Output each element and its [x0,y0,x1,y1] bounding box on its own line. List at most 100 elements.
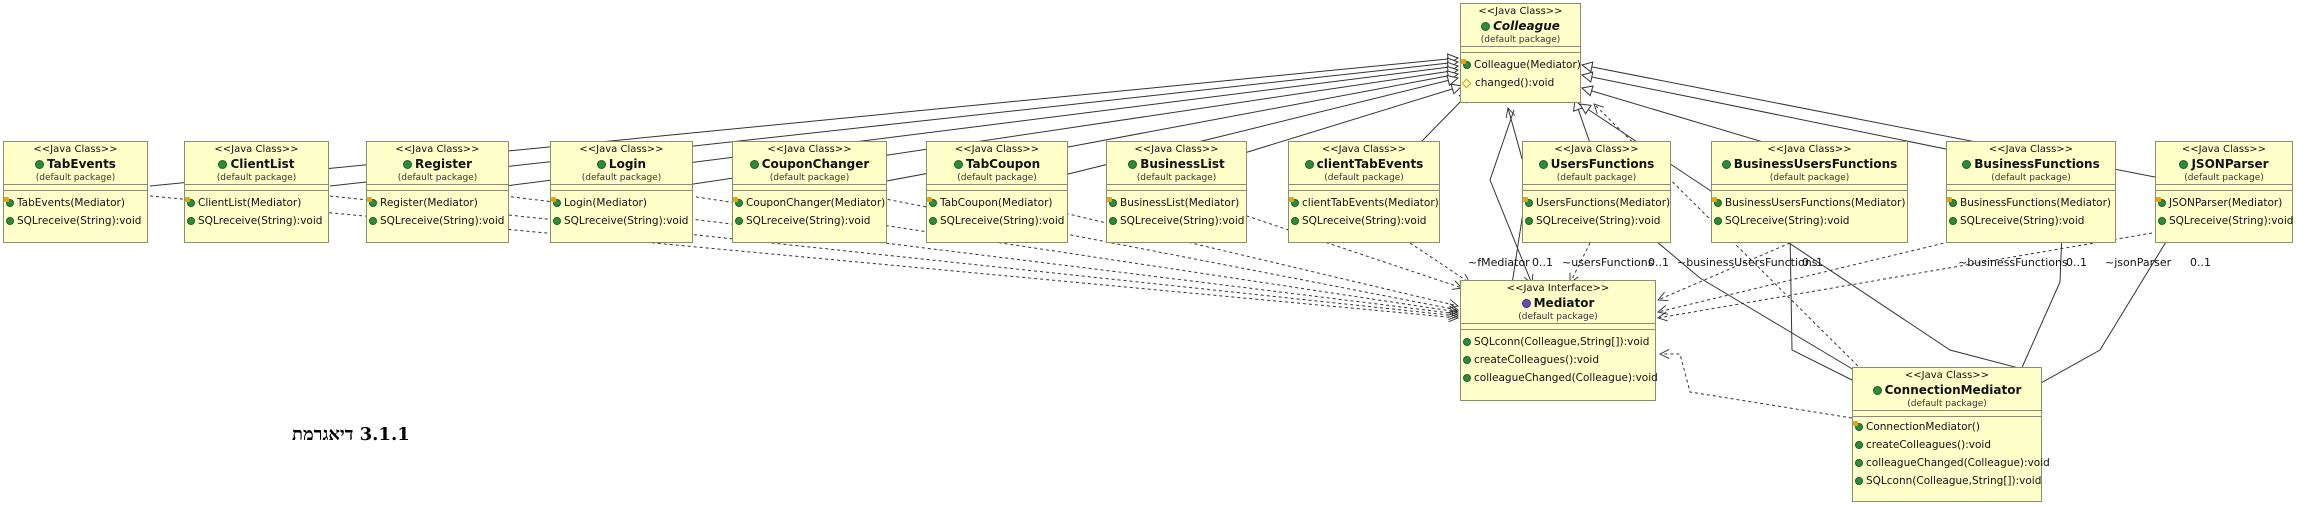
package-label: (default package) [1480,35,1561,45]
class-tab-coupon[interactable]: <<Java Class>> TabCoupon (default packag… [926,141,1068,243]
class-tab-events[interactable]: <<Java Class>> TabEvents (default packag… [3,141,148,243]
method-icon [2158,217,2166,225]
class-icon [218,160,228,169]
class-business-list[interactable]: <<Java Class>> BusinessList (default pac… [1106,141,1247,243]
class-client-tab-events[interactable]: <<Java Class>> clientTabEvents (default … [1288,141,1440,243]
operation[interactable]: Register(Mediator) [367,194,506,212]
operation[interactable]: SQLconn(Colleague,String[]):void [1855,472,2041,490]
operation[interactable]: UsersFunctions(Mediator) [1523,194,1670,212]
operation[interactable]: CouponChanger(Mediator) [733,194,885,212]
multiplicity-label: 0..1 [1532,256,1553,269]
fields-compartment [927,185,1067,191]
operation[interactable]: createColleagues():void [1855,436,2039,454]
operation[interactable]: SQLconn(Colleague,String[]):void [1463,333,1653,351]
generalization-edge [1582,88,1791,151]
operation[interactable]: colleagueChanged(Colleague):void [1855,454,2050,472]
operation[interactable]: SQLreceive(String):void [2158,212,2293,230]
operations-compartment: ConnectionMediator() createColleagues():… [1853,417,2050,493]
operation[interactable]: SQLreceive(String):void [1109,212,1244,230]
constructor-icon [185,197,195,207]
operation[interactable]: ClientList(Mediator) [185,194,326,212]
dependency-edge [1570,242,1591,283]
diagram-caption: 3.1.1 דיאגרמת [292,424,410,445]
method-icon [735,217,743,225]
class-json-parser[interactable]: <<Java Class>> JSONParser (default packa… [2155,141,2293,243]
interface-icon [1521,299,1531,308]
class-header: <<Java Class>> TabEvents (default packag… [4,142,147,185]
operation[interactable]: changed():void [1461,74,1578,92]
operation[interactable]: SQLreceive(String):void [1949,212,2113,230]
class-login[interactable]: <<Java Class>> Login (default package) L… [550,141,693,243]
operation[interactable]: SQLreceive(String):void [6,212,145,230]
operation[interactable]: clientTabEvents(Mediator) [1289,194,1439,212]
constructor-icon [1107,197,1117,207]
fields-compartment [1461,47,1580,53]
method-icon [1109,217,1117,225]
class-name: TabEvents [4,156,147,172]
operation[interactable]: createColleagues():void [1463,351,1653,369]
class-icon [1481,22,1491,31]
package-label: (default package) [1556,173,1637,183]
method-icon [929,217,937,225]
method-icon [1855,477,1863,485]
operations-compartment: TabEvents(Mediator) SQLreceive(String):v… [4,191,147,233]
class-coupon-changer[interactable]: <<Java Class>> CouponChanger (default pa… [732,141,887,243]
constructor-icon [551,197,561,207]
class-name: BusinessList [1107,156,1246,172]
operation[interactable]: Login(Mediator) [551,194,690,212]
operations-compartment: JSONParser(Mediator) SQLreceive(String):… [2156,191,2293,233]
operation[interactable]: BusinessList(Mediator) [1107,194,1244,212]
operation[interactable]: SQLreceive(String):void [187,212,326,230]
class-register[interactable]: <<Java Class>> Register (default package… [366,141,509,243]
operation[interactable]: SQLreceive(String):void [735,212,884,230]
class-icon [596,160,606,169]
class-users-functions[interactable]: <<Java Class>> UsersFunctions (default p… [1522,141,1671,243]
operation[interactable]: JSONParser(Mediator) [2156,194,2290,212]
operation[interactable]: SQLreceive(String):void [553,212,690,230]
operation[interactable]: BusinessUsersFunctions(Mediator) [1712,194,1905,212]
stereotype: <<Java Class>> [1554,144,1639,155]
class-header: <<Java Class>> BusinessUsersFunctions (d… [1712,142,1907,185]
stereotype: <<Java Class>> [767,144,852,155]
operation[interactable]: SQLreceive(String):void [369,212,506,230]
operation[interactable]: SQLreceive(String):void [1291,212,1437,230]
operation[interactable]: SQLreceive(String):void [929,212,1065,230]
class-colleague[interactable]: <<Java Class>> Colleague (default packag… [1460,3,1581,103]
operation[interactable]: colleagueChanged(Colleague):void [1463,369,1658,387]
operations-compartment: BusinessList(Mediator) SQLreceive(String… [1107,191,1246,233]
fields-compartment [367,185,508,191]
generalization-edge [1580,104,2035,373]
constructor-icon [4,197,14,207]
interface-mediator[interactable]: <<Java Interface>> Mediator (default pac… [1460,280,1658,401]
package-label: (default package) [1907,399,1987,409]
class-header: <<Java Class>> CouponChanger (default pa… [733,142,886,185]
operation[interactable]: SQLreceive(String):void [1525,212,1668,230]
class-name: BusinessUsersFunctions [1712,156,1907,172]
multiplicity-label: 0..1 [2066,256,2087,269]
class-header: <<Java Class>> ConnectionMediator (defau… [1853,368,2041,411]
operations-compartment: CouponChanger(Mediator) SQLreceive(Strin… [733,191,886,233]
operation[interactable]: TabCoupon(Mediator) [927,194,1065,212]
class-business-users-functions[interactable]: <<Java Class>> BusinessUsersFunctions (d… [1711,141,1908,243]
class-business-functions[interactable]: <<Java Class>> BusinessFunctions (defaul… [1946,141,2116,243]
package-label: (default package) [216,173,297,183]
class-name: JSONParser [2156,156,2292,172]
generalization-edge [1582,75,2001,161]
fields-compartment [1289,185,1439,191]
class-connection-mediator[interactable]: <<Java Class>> ConnectionMediator (defau… [1852,367,2050,502]
class-header: <<Java Class>> TabCoupon (default packag… [927,142,1067,185]
class-name: Login [551,156,692,172]
class-header: <<Java Class>> BusinessList (default pac… [1107,142,1246,185]
operation[interactable]: ConnectionMediator() [1853,418,2039,436]
generalization-edge [1237,86,1462,156]
operation[interactable]: Colleague(Mediator) [1461,56,1581,74]
stereotype: <<Java Class>> [1478,6,1563,17]
dependency-edge [1409,242,1470,283]
operation[interactable]: TabEvents(Mediator) [4,194,145,212]
operation[interactable]: SQLreceive(String):void [1714,212,1905,230]
class-name: clientTabEvents [1289,156,1439,172]
operation[interactable]: BusinessFunctions(Mediator) [1947,194,2113,212]
class-client-list[interactable]: <<Java Class>> ClientList (default packa… [184,141,329,243]
method-icon [1855,441,1863,449]
generalization-edge [1575,100,1591,144]
